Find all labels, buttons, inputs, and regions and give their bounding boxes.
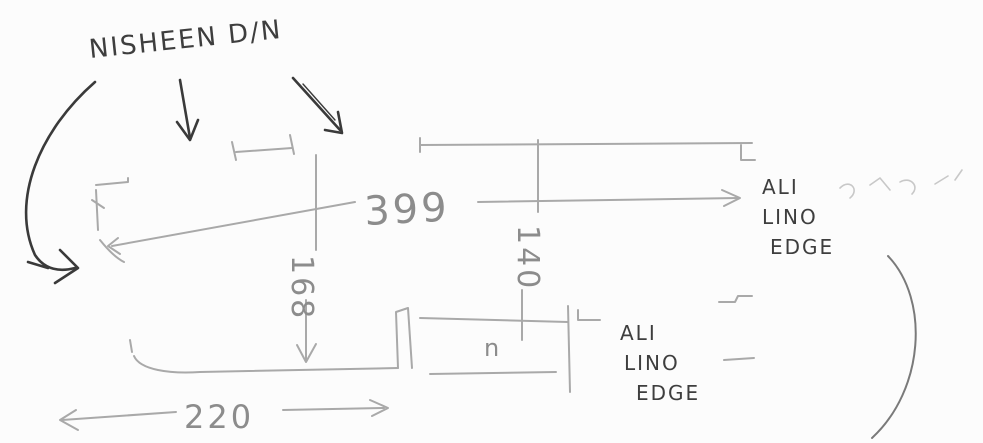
dimension-line-140 (521, 139, 539, 341)
dimension-140: 140 (510, 225, 545, 291)
edge-label-bottom: ALI LINO EDGE (620, 321, 700, 405)
dimension-399: 399 (363, 185, 451, 235)
curved-arrow-left (24, 80, 97, 285)
lower-right-bracket (567, 295, 755, 393)
dimension-line-168 (296, 154, 317, 363)
dimension-line-220 (59, 399, 389, 431)
dimension-168: 168 (284, 255, 319, 321)
edge-label-top-line-2: LINO (762, 205, 818, 229)
lower-room-outline (129, 307, 569, 375)
top-horizontal-bracket (419, 137, 756, 161)
dimension-n: n (484, 334, 502, 362)
edge-label-top-line-1: ALI (762, 175, 799, 199)
edge-label-top-line-3: EDGE (770, 235, 834, 259)
down-arrow-left (175, 78, 200, 142)
connecting-arc (871, 255, 917, 439)
dimension-line-399 (107, 189, 741, 255)
nisheen-label: NISHEEN D/N (88, 15, 284, 65)
edge-label-bottom-line-2: LINO (624, 351, 680, 375)
small-bracket-top (231, 134, 295, 161)
edge-label-bottom-line-3: EDGE (636, 381, 700, 405)
edge-label-bottom-line-1: ALI (620, 321, 657, 345)
dimension-220: 220 (184, 398, 254, 436)
left-edge-bracket (91, 177, 129, 263)
faint-background-scribble (839, 169, 963, 199)
edge-label-top: ALI LINO EDGE (762, 175, 834, 259)
diagonal-arrow-right (291, 76, 344, 135)
